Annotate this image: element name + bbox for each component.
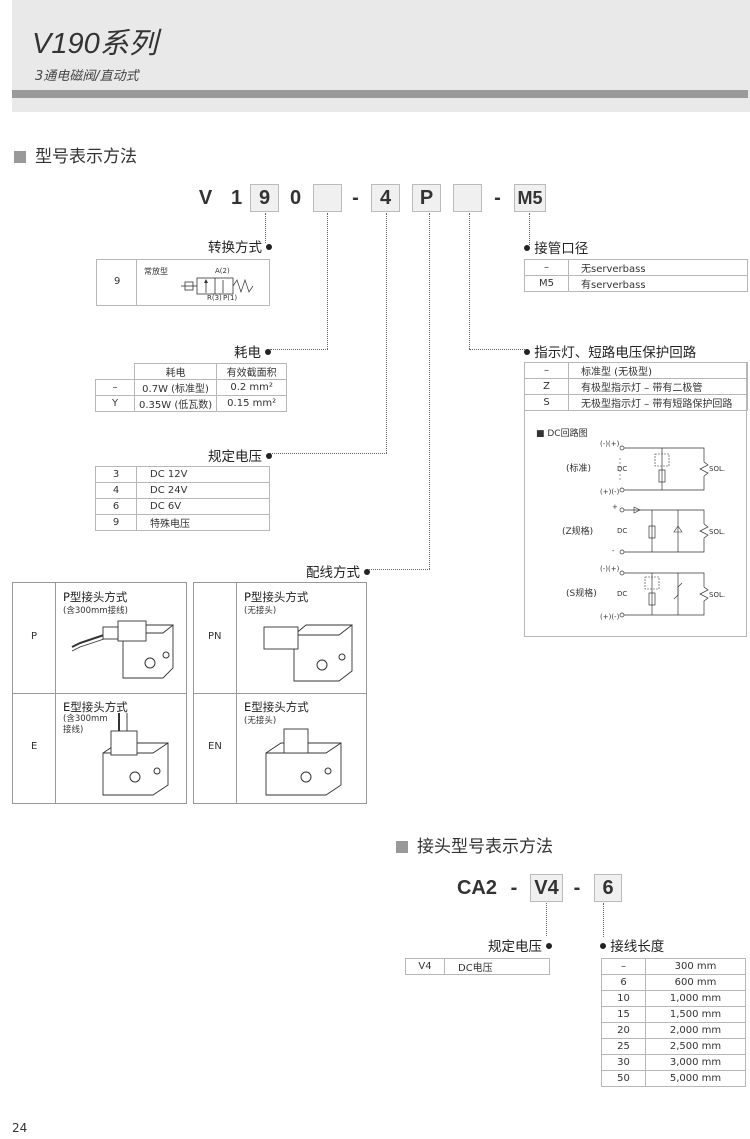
leader-line — [469, 349, 525, 350]
voltage-label: 规定电压 — [208, 445, 273, 465]
code-char: 0 — [289, 187, 302, 209]
leader-line — [469, 213, 470, 349]
leader-line — [429, 213, 430, 569]
square-bullet-icon — [14, 151, 26, 163]
code-char: M5 — [517, 188, 543, 208]
code-dash: - — [352, 187, 359, 209]
wiring-note-en: (无接头) — [244, 716, 277, 726]
wiring-panel-right: PN P型接头方式 (无接头) EN E型接头方式 (无接头) — [193, 582, 367, 804]
wiring-code-e: E — [31, 741, 38, 752]
square-bullet-icon — [396, 841, 408, 853]
code-box — [594, 874, 622, 902]
wiring-title-en: E型接头方式 — [244, 700, 309, 714]
code-dash: - — [573, 877, 581, 899]
code-box — [530, 874, 563, 902]
wiring-note-e: (含300mm 接线) — [63, 714, 108, 735]
code-char: V — [198, 187, 213, 209]
section-heading-connector: 接头型号表示方法 — [396, 832, 553, 857]
power-label: 耗电 — [234, 341, 272, 361]
switching-code: 9 — [114, 276, 121, 287]
code-dash: - — [494, 187, 501, 209]
port-r-label: R(3) — [207, 294, 222, 302]
circuit-diagram-icon — [619, 570, 709, 618]
wiring-code-p: P — [31, 631, 38, 642]
switching-table: 9 常放型 A(2) R(3) P(1) — [96, 259, 270, 306]
leader-line — [603, 903, 604, 937]
header-divider — [12, 90, 748, 98]
leader-line — [270, 349, 328, 350]
code-char: 9 — [258, 187, 271, 209]
page-subtitle: 3通电磁阀/直动式 — [35, 69, 139, 84]
code-box — [412, 184, 441, 212]
circuit-diagram-icon — [619, 445, 709, 493]
valve-symbol-icon — [181, 277, 254, 295]
wiring-panel-left: P P型接头方式 (含300mm接线) E E型接头方式 (含300mm 接线) — [12, 582, 187, 804]
leader-line — [367, 569, 430, 570]
leader-line — [265, 213, 266, 243]
code-char: P — [419, 187, 434, 209]
page-title: V190系列 — [32, 28, 158, 60]
code-box-blank — [313, 184, 342, 212]
code-char: 4 — [379, 187, 392, 209]
leader-line — [270, 453, 387, 454]
port-a-label: A(2) — [215, 267, 230, 275]
valve-e-illustration — [102, 713, 169, 796]
code-box — [514, 184, 546, 212]
port-label: 接管口径 — [524, 237, 588, 257]
connector-voltage-label: 规定电压 — [488, 935, 553, 955]
circuit-title: ■ DC回路图 — [536, 429, 588, 439]
wiring-note-pn: (无接头) — [244, 606, 277, 616]
switching-name: 常放型 — [144, 267, 168, 276]
indicator-label: 指示灯、短路电压保护回路 — [524, 341, 696, 361]
code-box-blank — [453, 184, 482, 212]
wiring-code-pn: PN — [208, 631, 222, 642]
port-p-label: P(1) — [223, 294, 238, 302]
leader-line — [386, 213, 387, 453]
section-heading-model: 型号表示方法 — [14, 142, 137, 167]
circuit-diagram-icon — [619, 506, 709, 555]
leader-line — [327, 213, 328, 349]
wiring-note-p: (含300mm接线) — [63, 606, 128, 616]
code-char: CA2 — [456, 877, 497, 899]
leader-line — [529, 213, 530, 245]
wiring-title-e: E型接头方式 — [63, 700, 128, 714]
valve-pn-illustration — [263, 624, 353, 682]
code-char: 1 — [230, 187, 243, 209]
wiring-label: 配线方式 — [306, 561, 371, 581]
wiring-title-p: P型接头方式 — [63, 590, 128, 604]
code-box — [250, 184, 279, 212]
switching-label: 转换方式 — [208, 236, 273, 256]
valve-p-illustration — [71, 620, 174, 679]
wiring-code-en: EN — [208, 741, 222, 752]
code-char: V4 — [534, 877, 559, 899]
code-char: 6 — [602, 877, 614, 899]
code-dash: - — [510, 877, 518, 899]
leader-line — [546, 903, 547, 936]
cable-length-label: 接线长度 — [600, 935, 664, 955]
valve-en-illustration — [265, 728, 342, 796]
code-box — [371, 184, 400, 212]
page-number: 24 — [12, 1121, 28, 1135]
wiring-title-pn: P型接头方式 — [244, 590, 309, 604]
